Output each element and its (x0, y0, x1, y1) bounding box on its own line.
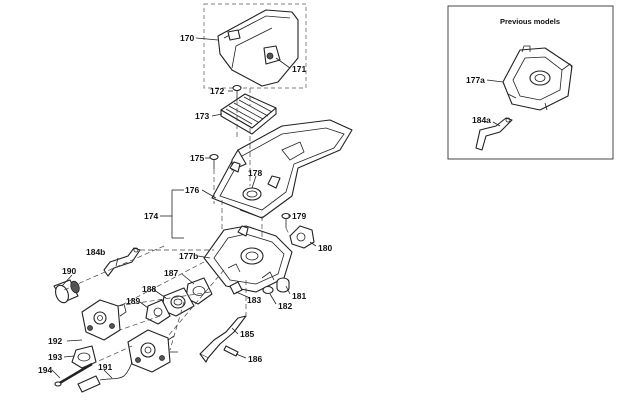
inset-title: Previous models (500, 17, 560, 26)
label-177a: 177a (466, 75, 485, 85)
label-185: 185 (240, 329, 254, 339)
choke-lever (103, 247, 141, 277)
air-filter-cover (217, 9, 299, 87)
label-179: 179 (292, 211, 306, 221)
label-172: 172 (210, 86, 224, 96)
assembly-lines (63, 88, 291, 365)
label-191: 191 (98, 362, 112, 372)
label-189: 189 (126, 296, 140, 306)
label-190: 190 (62, 266, 76, 276)
clip-183 (229, 281, 243, 295)
label-193: 193 (48, 352, 62, 362)
screw-172 (232, 84, 242, 100)
label-171: 171 (292, 64, 306, 74)
label-173: 173 (195, 111, 209, 121)
label-194: 194 (38, 365, 52, 375)
leader-lines (51, 37, 317, 379)
hose-191 (77, 361, 133, 393)
label-182: 182 (278, 301, 292, 311)
choke-lever-previous (475, 117, 513, 151)
gasket-180 (289, 225, 315, 249)
filter-housing (211, 119, 353, 219)
inset-frame (447, 5, 614, 160)
label-174: 174 (144, 211, 158, 221)
label-180: 180 (318, 243, 332, 253)
air-filter-element (220, 93, 277, 135)
gasket-189 (145, 299, 171, 325)
label-170: 170 (180, 33, 194, 43)
label-184a: 184a (472, 115, 491, 125)
label-188: 188 (142, 284, 156, 294)
label-184b: 184b (86, 247, 105, 257)
part-labels: 170 171 172 173 175 176 178 174 177b 179… (38, 33, 491, 375)
label-178: 178 (248, 168, 262, 178)
bolt-194 (54, 362, 93, 387)
label-176: 176 (185, 185, 199, 195)
label-175: 175 (190, 153, 204, 163)
carburetor-lower (127, 329, 178, 373)
label-186: 186 (248, 354, 262, 364)
label-177b: 177b (179, 251, 198, 261)
filter-base (203, 225, 293, 293)
filter-base-previous (502, 45, 573, 111)
intake-190 (53, 279, 80, 304)
label-183: 183 (247, 295, 261, 305)
label-192: 192 (48, 336, 62, 346)
previous-models-inset: Previous models (447, 5, 614, 160)
plug-181 (276, 277, 290, 293)
label-187: 187 (164, 268, 178, 278)
cover-group-box (203, 3, 307, 89)
screw-175 (209, 153, 219, 169)
label-181: 181 (292, 291, 306, 301)
ring-182 (262, 285, 274, 295)
pin-186 (223, 345, 239, 357)
